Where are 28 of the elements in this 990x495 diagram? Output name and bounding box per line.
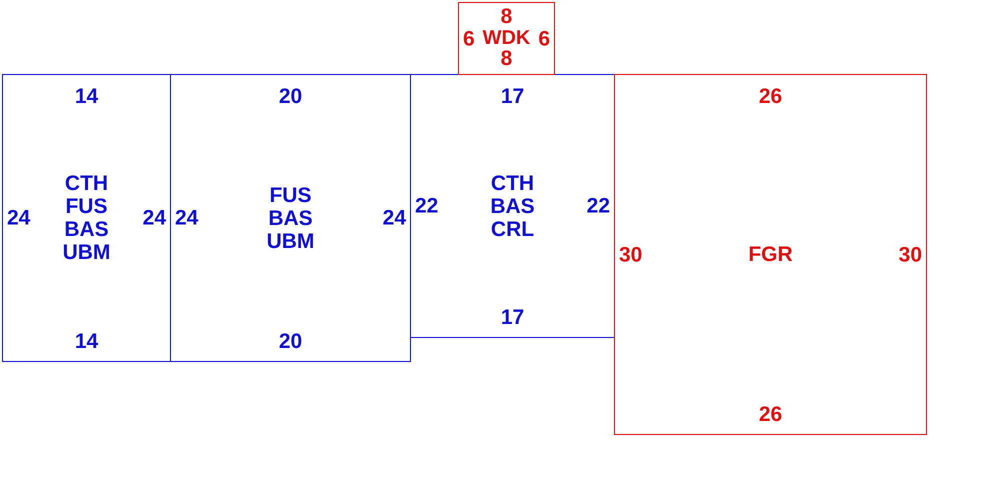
- room-box: [2, 74, 171, 362]
- dimension-label: 20: [278, 85, 302, 108]
- dimension-label: 22: [415, 194, 438, 218]
- room-code: CTH BAS CRL: [490, 172, 535, 240]
- dimension-label: 30: [898, 242, 922, 266]
- dimension-label: 30: [619, 242, 642, 266]
- dimension-label: 8: [500, 5, 512, 28]
- dimension-label: 20: [278, 330, 302, 352]
- dimension-label: 14: [74, 330, 98, 352]
- room-box: [170, 74, 411, 362]
- dimension-label: 24: [382, 206, 406, 230]
- dimension-label: 24: [175, 206, 198, 230]
- dimension-label: 24: [142, 206, 166, 230]
- room-box: [614, 74, 927, 435]
- dimension-label: 17: [500, 306, 524, 328]
- dimension-label: 26: [758, 402, 782, 426]
- room-code: FGR: [748, 243, 793, 266]
- dimension-label: 6: [538, 26, 550, 50]
- room-box: [458, 2, 555, 75]
- dimension-label: 22: [586, 194, 610, 218]
- dimension-label: 26: [758, 85, 782, 108]
- dimension-label: 17: [500, 85, 524, 108]
- room-box: [410, 74, 615, 338]
- room-code: CTH FUS BAS UBM: [62, 172, 110, 264]
- dimension-label: 6: [463, 26, 475, 50]
- dimension-label: 24: [7, 206, 30, 230]
- room-code: FUS BAS UBM: [266, 184, 314, 252]
- dimension-label: 14: [74, 85, 98, 108]
